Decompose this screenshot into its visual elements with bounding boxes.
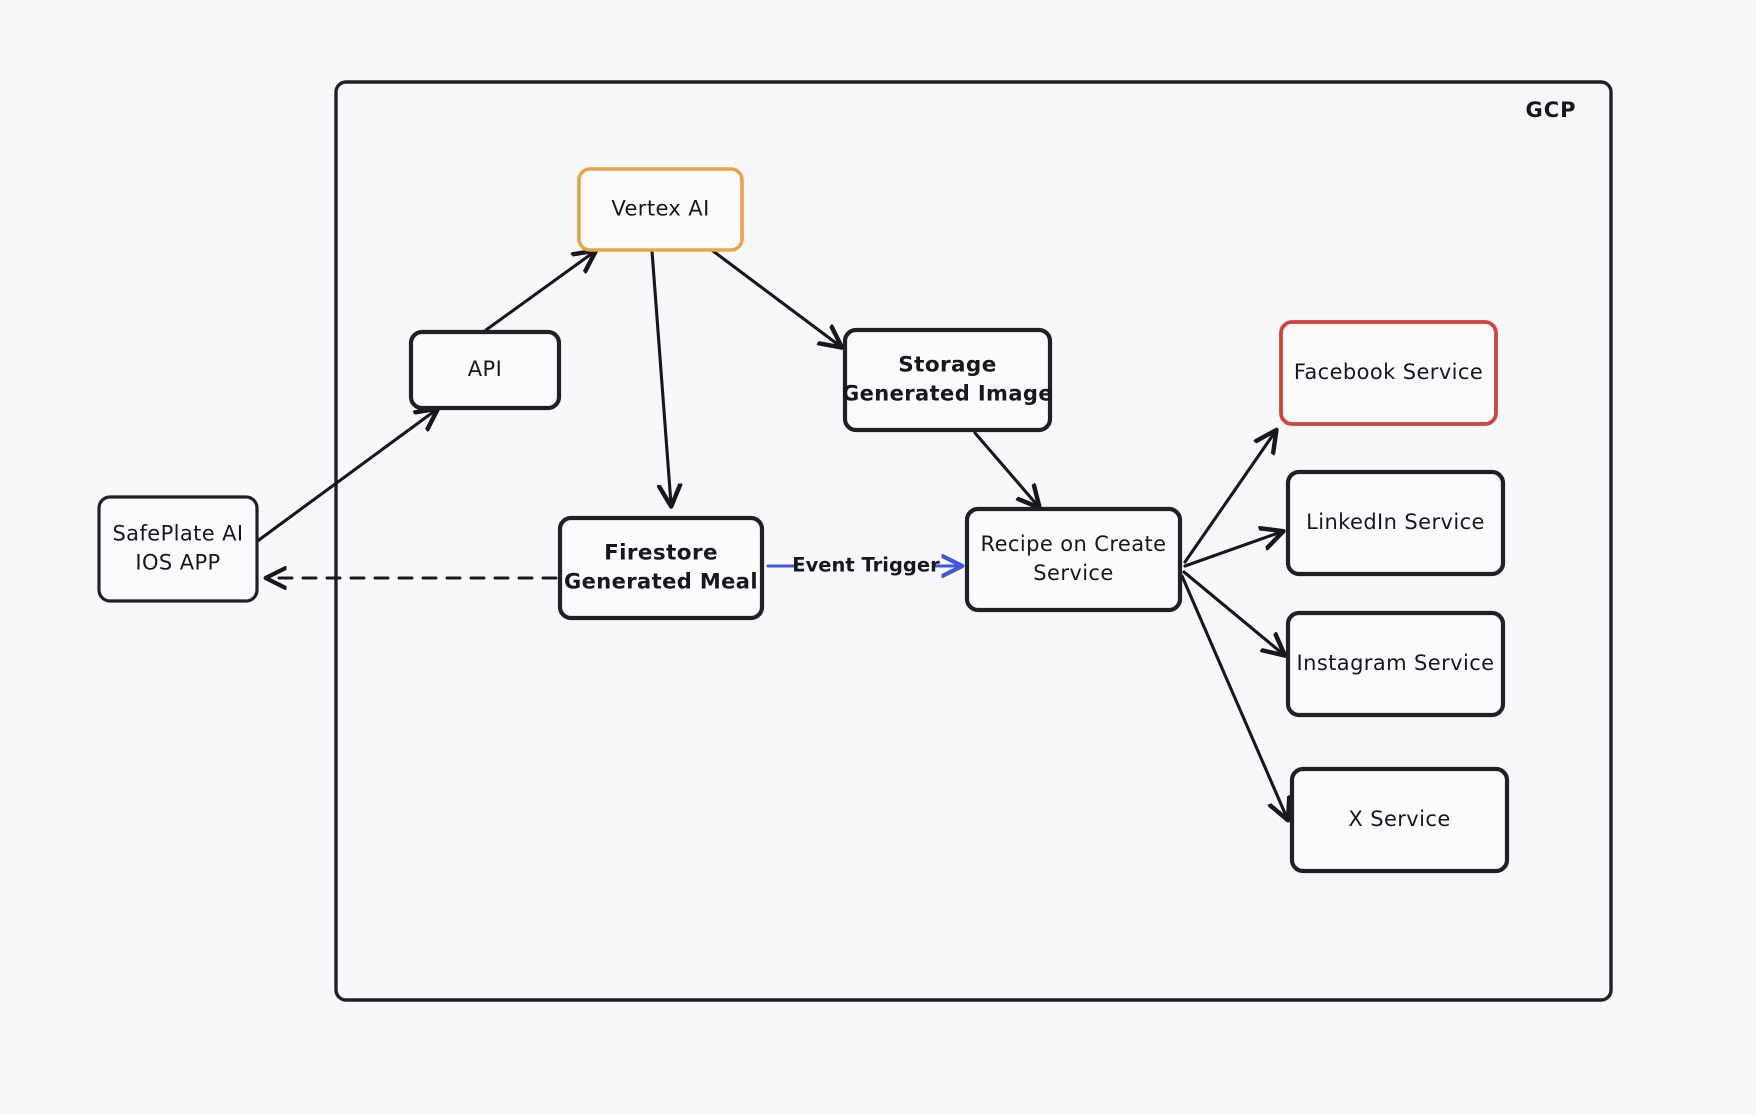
node-label-instagram-service-line-0: Instagram Service	[1297, 651, 1495, 675]
edge-recipe-to-linkedin	[1183, 532, 1281, 568]
node-label-safeplate-ios-app-line-1: IOS APP	[135, 551, 220, 575]
node-box-safeplate-ios-app[interactable]	[97, 495, 259, 603]
node-box-recipe-on-create-service[interactable]	[964, 506, 1183, 613]
edge-recipe-to-instagram	[1182, 570, 1283, 654]
node-facebook-service[interactable]: Facebook Service	[1279, 320, 1498, 426]
gcp-container-boundary	[334, 80, 1613, 1002]
node-label-safeplate-ios-app-line-0: SafePlate AI	[112, 522, 243, 546]
node-box-instagram-service[interactable]	[1285, 610, 1506, 718]
node-label-vertex-ai-line-0: Vertex AI	[611, 197, 709, 221]
node-label-firestore-generated-meal-line-0: Firestore	[604, 541, 718, 566]
gcp-boundary-group: GCP	[334, 80, 1613, 1002]
edge-app-to-api	[250, 410, 436, 547]
node-group: SafePlate AI IOS APP API Vertex AI Firestore…	[97, 167, 1510, 874]
node-box-linkedin-service[interactable]	[1285, 469, 1506, 577]
node-x-service[interactable]: X Service	[1289, 766, 1510, 874]
node-safeplate-ios-app[interactable]: SafePlate AI IOS APP	[97, 495, 259, 603]
node-box-x-service[interactable]	[1289, 766, 1510, 874]
node-label-storage-generated-image-line-0: Storage	[898, 353, 996, 378]
node-label-linkedin-service-line-0: LinkedIn Service	[1306, 510, 1485, 534]
node-box-api[interactable]	[408, 329, 562, 411]
edge-label-group: Event Trigger	[792, 552, 940, 580]
edge-recipe-to-facebook	[1183, 432, 1275, 564]
edge-vertex-ai-to-firestore	[650, 249, 671, 504]
node-label-facebook-service-line-0: Facebook Service	[1294, 360, 1483, 384]
node-label-firestore-generated-meal-line-1: Generated Meal	[564, 570, 758, 594]
node-instagram-service[interactable]: Instagram Service	[1285, 610, 1506, 718]
node-label-api-line-0: API	[468, 357, 502, 381]
edge-label-firestore-to-recipe-service: Event Trigger	[792, 554, 940, 577]
node-linkedin-service[interactable]: LinkedIn Service	[1285, 469, 1506, 577]
node-vertex-ai[interactable]: Vertex AI	[577, 167, 744, 252]
edge-storage-to-recipe-service	[973, 431, 1038, 506]
edge-api-to-vertex-ai	[484, 252, 594, 332]
edge-vertex-ai-to-storage	[707, 246, 840, 346]
edge-recipe-to-x	[1180, 574, 1287, 818]
node-box-facebook-service[interactable]	[1279, 320, 1498, 426]
node-box-storage-generated-image[interactable]	[842, 327, 1053, 433]
node-label-recipe-on-create-service-line-1: Service	[1033, 561, 1113, 585]
edge-label-backdrop-firestore-to-recipe-service	[797, 552, 935, 580]
node-label-recipe-on-create-service-line-0: Recipe on Create	[981, 532, 1167, 556]
node-label-storage-generated-image-line-1: Generated Image	[842, 382, 1053, 406]
node-box-firestore-generated-meal[interactable]	[557, 515, 765, 621]
node-box-vertex-ai[interactable]	[577, 167, 744, 252]
node-api[interactable]: API	[408, 329, 562, 411]
gcp-container-label: GCP	[1525, 98, 1576, 122]
node-label-x-service-line-0: X Service	[1348, 807, 1450, 831]
